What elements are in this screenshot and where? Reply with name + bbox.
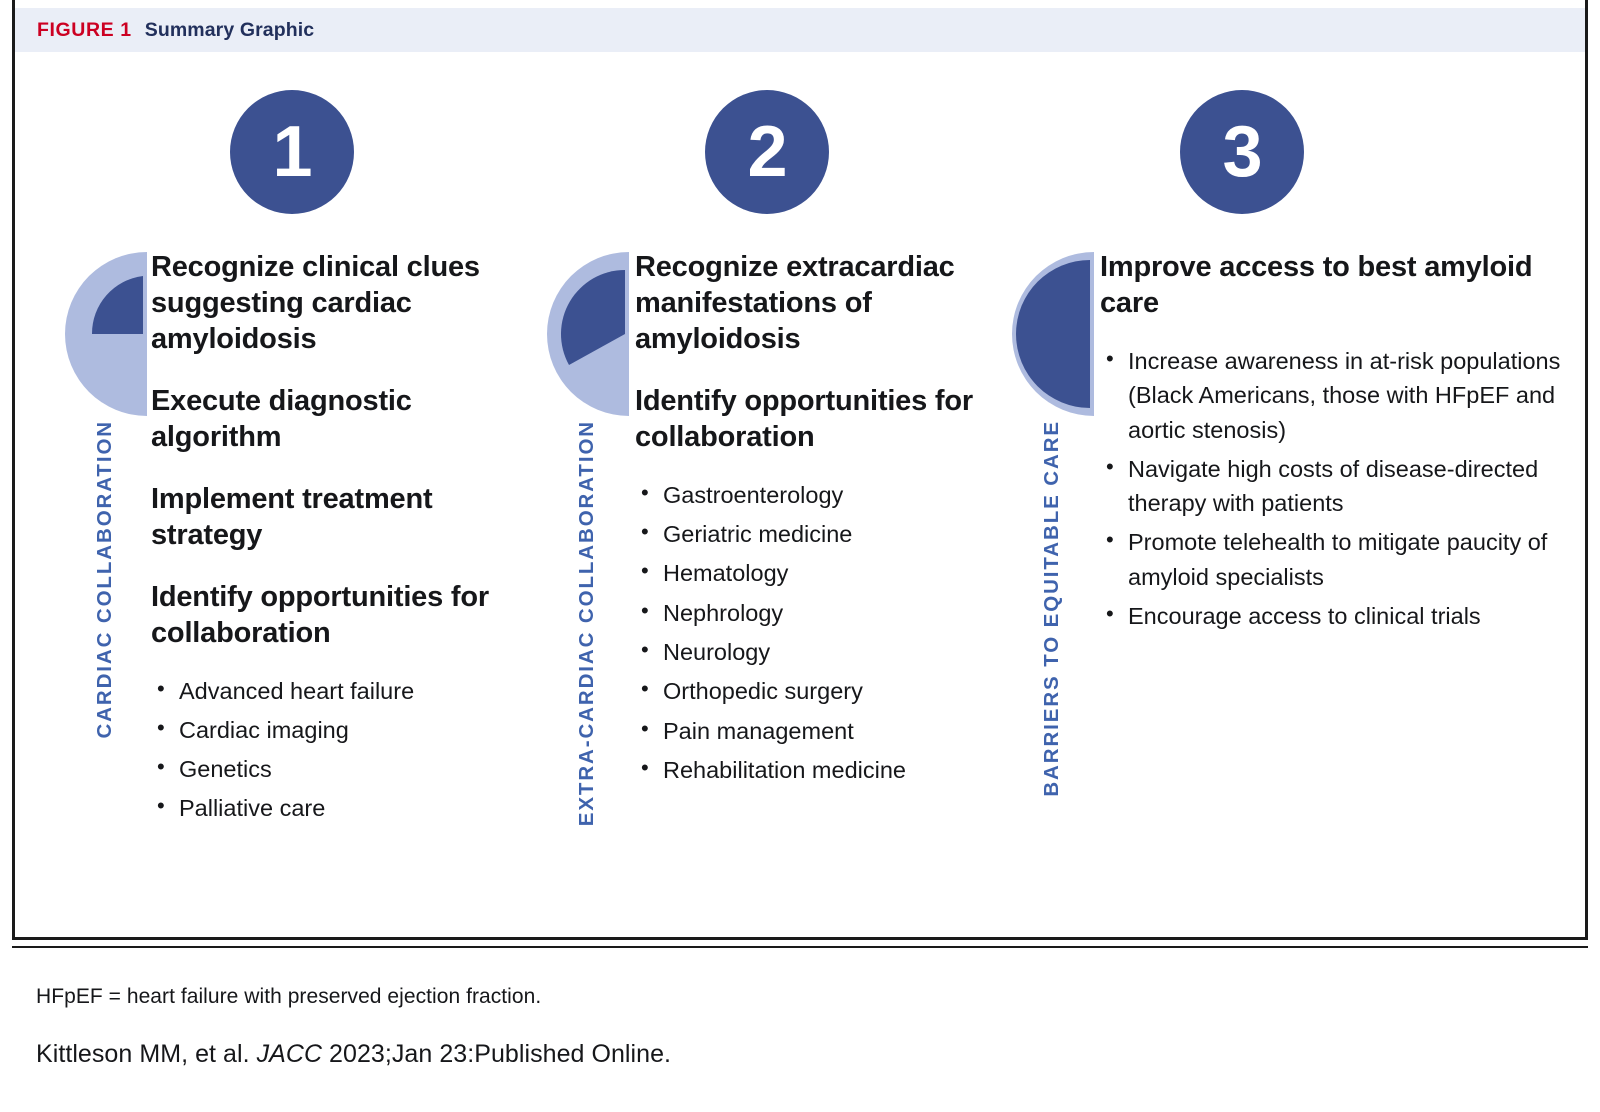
list-item: Navigate high costs of disease-directed …: [1100, 451, 1570, 521]
column-heading: Improve access to best amyloid care: [1100, 251, 1533, 319]
column-cardiac-collaboration: 1 CARDIAC COLLABORATION Recognize clinic…: [55, 60, 545, 935]
figure-number-label: FIGURE 1: [37, 18, 132, 41]
half-disc-progress-icon-2: [545, 250, 629, 418]
column-extra-cardiac-collaboration: 2 EXTRA-CARDIAC COLLABORATION Recognize …: [545, 60, 1015, 935]
column-heading: Identify opportunities for collaboration: [151, 580, 489, 649]
list-item: Nephrology: [635, 595, 1015, 630]
figure-header-bar: FIGURE 1 Summary Graphic: [15, 8, 1585, 52]
figure-frame-left-rule: [12, 0, 15, 940]
column-body-3: Improve access to best amyloid care Incr…: [1100, 250, 1570, 638]
list-item: Hematology: [635, 555, 1015, 590]
list-item: Rehabilitation medicine: [635, 752, 1015, 787]
citation-details: 2023;Jan 23:Published Online.: [322, 1040, 672, 1068]
figure-frame-right-rule: [1585, 0, 1588, 940]
figure-title: Summary Graphic: [144, 18, 315, 41]
column-barriers-to-equitable-care: 3 BARRIERS TO EQUITABLE CARE Improve acc…: [1000, 60, 1570, 935]
list-item: Promote telehealth to mitigate paucity o…: [1100, 524, 1570, 594]
list-item: Neurology: [635, 634, 1015, 669]
list-item: Orthopedic surgery: [635, 673, 1015, 708]
column-heading: Implement treatment strategy: [151, 482, 433, 551]
citation-authors: Kittleson MM, et al.: [36, 1040, 257, 1068]
figure-footnote: HFpEF = heart failure with preserved eje…: [36, 985, 542, 1008]
rail-label-1: CARDIAC COLLABORATION: [93, 420, 116, 739]
figure-citation: Kittleson MM, et al. JACC 2023;Jan 23:Pu…: [36, 1040, 671, 1069]
column-heading: Recognize extracardiac manifestations of…: [635, 251, 955, 355]
bullet-list-1: Advanced heart failure Cardiac imaging G…: [151, 673, 537, 826]
column-heading: Identify opportunities for collaboration: [635, 384, 973, 453]
list-item: Gastroenterology: [635, 477, 1015, 512]
step-badge-1: 1: [230, 90, 354, 214]
list-item: Encourage access to clinical trials: [1100, 598, 1570, 633]
rail-label-2: EXTRA-CARDIAC COLLABORATION: [575, 420, 598, 827]
rail-1: CARDIAC COLLABORATION: [63, 250, 147, 940]
list-item: Increase awareness in at-risk population…: [1100, 343, 1570, 447]
figure-frame-bottom-rule: [12, 937, 1588, 940]
column-body-1: Recognize clinical clues suggesting card…: [151, 250, 537, 831]
column-body-2: Recognize extracardiac manifestations of…: [635, 250, 1015, 792]
rail-2: EXTRA-CARDIAC COLLABORATION: [545, 250, 629, 940]
list-item: Cardiac imaging: [151, 712, 537, 747]
list-item: Genetics: [151, 751, 537, 786]
half-disc-progress-icon-3: [1010, 250, 1094, 418]
list-item: Pain management: [635, 713, 1015, 748]
rail-3: BARRIERS TO EQUITABLE CARE: [1010, 250, 1094, 940]
column-heading: Execute diagnostic algorithm: [151, 384, 412, 453]
half-disc-progress-icon-1: [63, 250, 147, 418]
citation-journal: JACC: [256, 1040, 323, 1068]
bullet-list-2: Gastroenterology Geriatric medicine Hema…: [635, 477, 1015, 787]
list-item: Palliative care: [151, 790, 537, 825]
step-badge-2: 2: [705, 90, 829, 214]
list-item: Geriatric medicine: [635, 516, 1015, 551]
figure-footer-rule: [12, 946, 1588, 948]
bullet-list-3: Increase awareness in at-risk population…: [1100, 343, 1570, 633]
columns-container: 1 CARDIAC COLLABORATION Recognize clinic…: [15, 60, 1585, 935]
list-item: Advanced heart failure: [151, 673, 537, 708]
column-heading: Recognize clinical clues suggesting card…: [151, 251, 480, 355]
step-badge-3: 3: [1180, 90, 1304, 214]
rail-label-3: BARRIERS TO EQUITABLE CARE: [1040, 420, 1063, 797]
